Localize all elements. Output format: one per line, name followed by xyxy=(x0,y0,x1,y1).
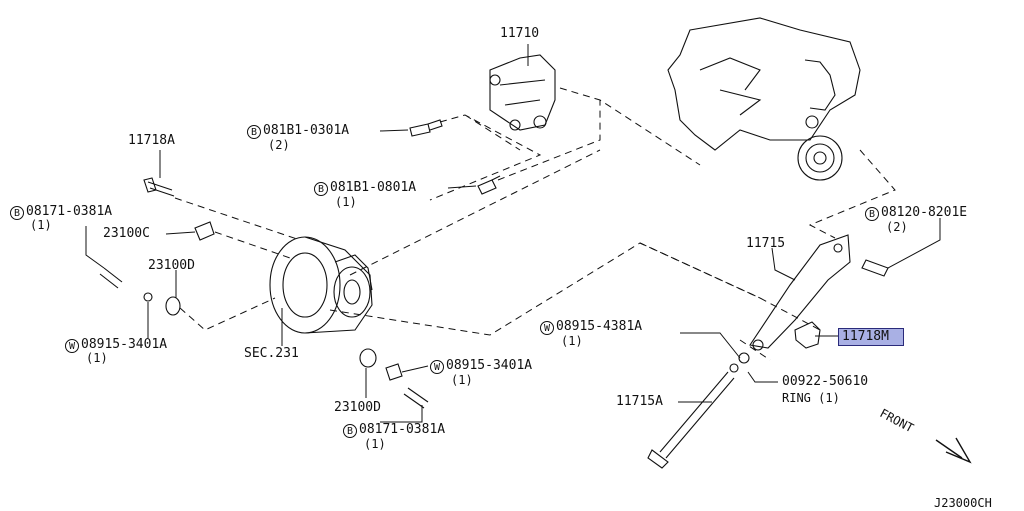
qty-08120-8201e: (2) xyxy=(886,220,908,234)
label-11715: 11715 xyxy=(746,236,786,251)
label-23100d-left: 23100D xyxy=(148,258,195,273)
front-arrow-icon xyxy=(935,437,972,464)
label-11715a: 11715A xyxy=(616,394,663,409)
alternator xyxy=(269,236,373,334)
label-sec231: SEC.231 xyxy=(244,346,299,361)
qty-081b1-0301a: (2) xyxy=(268,138,290,152)
label-11718m: 11718M xyxy=(842,329,889,344)
bracket-11710 xyxy=(489,54,556,131)
diagram-code: J23000CH xyxy=(934,496,992,510)
assembly-guides xyxy=(174,87,896,361)
label-11718a: 11718A xyxy=(128,133,175,148)
washer-w-icon: W xyxy=(65,339,79,353)
highlight-11718m[interactable]: 11718M xyxy=(838,328,904,346)
label-11710: 11710 xyxy=(500,26,540,41)
qty-08915-4381a: (1) xyxy=(561,334,583,348)
label-23100d-bottom: 23100D xyxy=(334,400,381,415)
washer-w-icon: W xyxy=(540,321,554,335)
engine-block xyxy=(667,17,861,181)
qty-08915-3401a-left: (1) xyxy=(86,351,108,365)
bolt-b-icon: B xyxy=(247,125,261,139)
washer-w-icon: W xyxy=(430,360,444,374)
label-23100c: 23100C xyxy=(103,226,150,241)
rod-11715a xyxy=(647,371,735,469)
leader-lines xyxy=(85,44,941,423)
qty-08171-0381a-bottom: (1) xyxy=(364,437,386,451)
qty-08915-3401a-right: (1) xyxy=(451,373,473,387)
label-00922-50610: 00922-50610 xyxy=(782,374,869,389)
bracket-11715 xyxy=(749,234,851,351)
bolt-b-icon: B xyxy=(343,424,357,438)
label-ring: RING (1) xyxy=(782,391,840,405)
bolt-b-icon: B xyxy=(314,182,328,196)
bolt-b-icon: B xyxy=(10,206,24,220)
qty-08171-0381a-left: (1) xyxy=(30,218,52,232)
bolt-b-icon: B xyxy=(865,207,879,221)
qty-081b1-0801a: (1) xyxy=(335,195,357,209)
small-fasteners xyxy=(99,119,889,409)
